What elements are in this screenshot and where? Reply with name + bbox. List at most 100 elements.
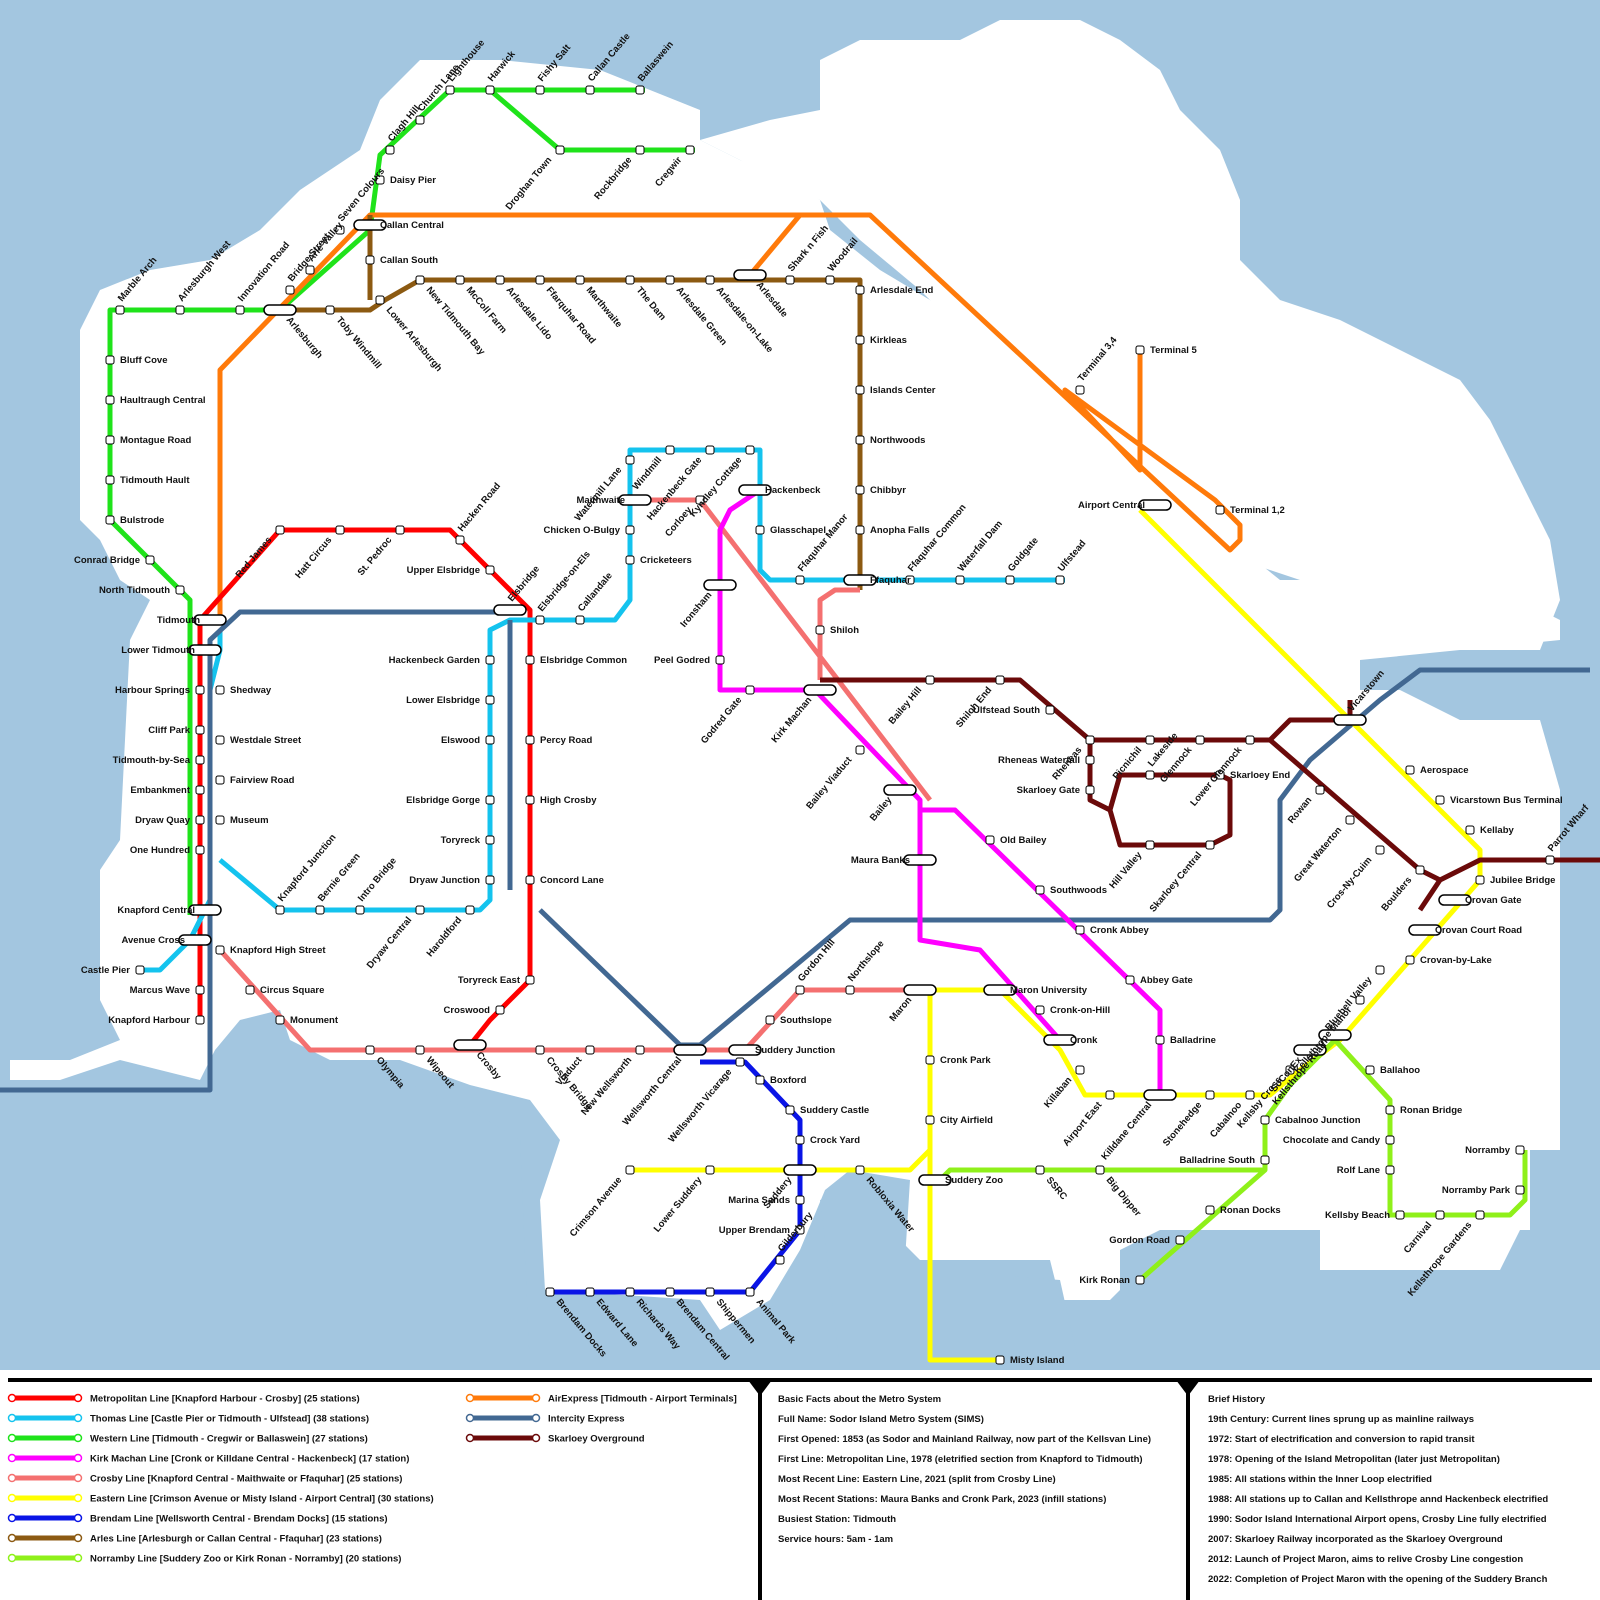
station-brendam-central-marker[interactable] — [666, 1288, 674, 1296]
station-monument-marker[interactable] — [276, 1016, 284, 1024]
station-misty-island-marker[interactable] — [996, 1356, 1004, 1364]
station-st-pedroc-marker[interactable] — [396, 526, 404, 534]
station-glennock-marker[interactable] — [1196, 736, 1204, 744]
station-elsbridge-on-els-marker[interactable] — [536, 616, 544, 624]
station-richards-way-marker[interactable] — [626, 1288, 634, 1296]
station-edward-lane-marker[interactable] — [586, 1288, 594, 1296]
station-innovation-road-marker[interactable] — [236, 306, 244, 314]
station-haroldford-marker[interactable] — [466, 906, 474, 914]
station-ffarquhar-road-marker[interactable] — [536, 276, 544, 284]
station-conrad-bridge-marker[interactable] — [146, 556, 154, 564]
station-marthwaite-marker[interactable] — [576, 276, 584, 284]
station-maron-marker[interactable] — [904, 985, 936, 995]
station-lower-glennock-marker[interactable] — [1246, 736, 1254, 744]
station-ronan-bridge-marker[interactable] — [1386, 1106, 1394, 1114]
station-montague-road-marker[interactable] — [106, 436, 114, 444]
station-old-bailey-marker[interactable] — [986, 836, 994, 844]
station-killaban-marker[interactable] — [1076, 1066, 1084, 1074]
station-ulfstead-south-marker[interactable] — [1046, 706, 1054, 714]
station-elsbridge-marker[interactable] — [494, 605, 526, 615]
station-concord-lane-marker[interactable] — [526, 876, 534, 884]
station-skarloey-gate-marker[interactable] — [1086, 786, 1094, 794]
station-castle-pier-marker[interactable] — [136, 966, 144, 974]
station-rockbridge-marker[interactable] — [636, 146, 644, 154]
station-kyndley-cottage-marker[interactable] — [746, 446, 754, 454]
station-hill-valley-marker[interactable] — [1146, 841, 1154, 849]
station-bulstrode-marker[interactable] — [106, 516, 114, 524]
station-mccoll-farm-marker[interactable] — [456, 276, 464, 284]
station-kirk-machan-marker[interactable] — [804, 685, 836, 695]
station-kellsthrope-gardens-marker[interactable] — [1476, 1211, 1484, 1219]
station-red-james-marker[interactable] — [276, 526, 284, 534]
station-bernie-green-marker[interactable] — [316, 906, 324, 914]
station-dryaw-quay-marker[interactable] — [196, 816, 204, 824]
station-jubilee-bridge-marker[interactable] — [1476, 876, 1484, 884]
station-islands-center-marker[interactable] — [856, 386, 864, 394]
station-southslope-marker[interactable] — [766, 1016, 774, 1024]
station-watermill-lane-marker[interactable] — [626, 456, 634, 464]
station-crimson-avenue-marker[interactable] — [626, 1166, 634, 1174]
station-boxford-marker[interactable] — [756, 1076, 764, 1084]
station-ironsham-marker[interactable] — [704, 580, 736, 590]
station-the-dam-marker[interactable] — [626, 276, 634, 284]
station-rheneas-marker[interactable] — [1086, 736, 1094, 744]
station-terminal-1-2-marker[interactable] — [1216, 506, 1224, 514]
station-hackenbeck-garden-marker[interactable] — [486, 656, 494, 664]
station-shiloh-marker[interactable] — [816, 626, 824, 634]
station-marina-sands-marker[interactable] — [796, 1196, 804, 1204]
station-gordon-hill-marker[interactable] — [796, 986, 804, 994]
station-robloxia-water-marker[interactable] — [856, 1166, 864, 1174]
station-balladrine-marker[interactable] — [1156, 1036, 1164, 1044]
station-aerospace-marker[interactable] — [1406, 766, 1414, 774]
station-city-airfield-marker[interactable] — [926, 1116, 934, 1124]
station-cregwir-marker[interactable] — [686, 146, 694, 154]
station-killdane-central-marker[interactable] — [1144, 1090, 1176, 1100]
station-ballahoo-marker[interactable] — [1366, 1066, 1374, 1074]
station-skarloey-central-marker[interactable] — [1206, 841, 1214, 849]
station-kirkleas-marker[interactable] — [856, 336, 864, 344]
station-rolf-lane-marker[interactable] — [1386, 1166, 1394, 1174]
station-arlesburgh-west-marker[interactable] — [176, 306, 184, 314]
station-ronan-docks-marker[interactable] — [1206, 1206, 1214, 1214]
station-airport-east-marker[interactable] — [1106, 1091, 1114, 1099]
station-norramby-marker[interactable] — [1516, 1146, 1524, 1154]
station-boulders-marker[interactable] — [1416, 866, 1424, 874]
station-knapford-harbour-marker[interactable] — [196, 1016, 204, 1024]
station-harwick-marker[interactable] — [486, 86, 494, 94]
station-southwoods-marker[interactable] — [1036, 886, 1044, 894]
station-haultraugh-central-marker[interactable] — [106, 396, 114, 404]
station-marcus-wave-marker[interactable] — [196, 986, 204, 994]
station-peel-godred-marker[interactable] — [716, 656, 724, 664]
station-arlesdale-lido-marker[interactable] — [496, 276, 504, 284]
station-hacken-road-marker[interactable] — [456, 536, 464, 544]
station-hatt-circus-marker[interactable] — [336, 526, 344, 534]
station-crock-yard-marker[interactable] — [796, 1136, 804, 1144]
station-hackenbeck-gate-marker[interactable] — [706, 446, 714, 454]
station-animal-park-marker[interactable] — [746, 1288, 754, 1296]
station-crosby-bridge-marker[interactable] — [536, 1046, 544, 1054]
station-kellsby-beach-marker[interactable] — [1396, 1211, 1404, 1219]
station-balladrine-south-marker[interactable] — [1261, 1156, 1269, 1164]
station-northwoods-marker[interactable] — [856, 436, 864, 444]
station-bailey-hill-marker[interactable] — [926, 676, 934, 684]
station-terminal-5-marker[interactable] — [1136, 346, 1144, 354]
station-vicarstown-bus-terminal-marker[interactable] — [1436, 796, 1444, 804]
station-croswood-marker[interactable] — [496, 1006, 504, 1014]
station-bluebell-valley-marker[interactable] — [1376, 966, 1384, 974]
station-elswood-marker[interactable] — [486, 736, 494, 744]
station-fairview-road-marker[interactable] — [216, 776, 224, 784]
station-marble-arch-marker[interactable] — [116, 306, 124, 314]
station-suddery-castle-marker[interactable] — [786, 1106, 794, 1114]
station-knapford-high-street-marker[interactable] — [216, 946, 224, 954]
station-glasschapel-marker[interactable] — [756, 526, 764, 534]
station-lower-arlesburgh-marker[interactable] — [376, 296, 384, 304]
station-crovan-by-lake-marker[interactable] — [1406, 956, 1414, 964]
station-brendam-docks-marker[interactable] — [546, 1288, 554, 1296]
station-cronk-park-marker[interactable] — [926, 1056, 934, 1064]
station-fishy-salt-marker[interactable] — [536, 86, 544, 94]
station-bridge-street-marker[interactable] — [286, 286, 294, 294]
station-wellsworth-central-marker[interactable] — [674, 1045, 706, 1055]
station-new-tidmouth-bay-marker[interactable] — [416, 276, 424, 284]
station-bailey-marker[interactable] — [884, 785, 916, 795]
station-arlesdale-green-marker[interactable] — [666, 276, 674, 284]
